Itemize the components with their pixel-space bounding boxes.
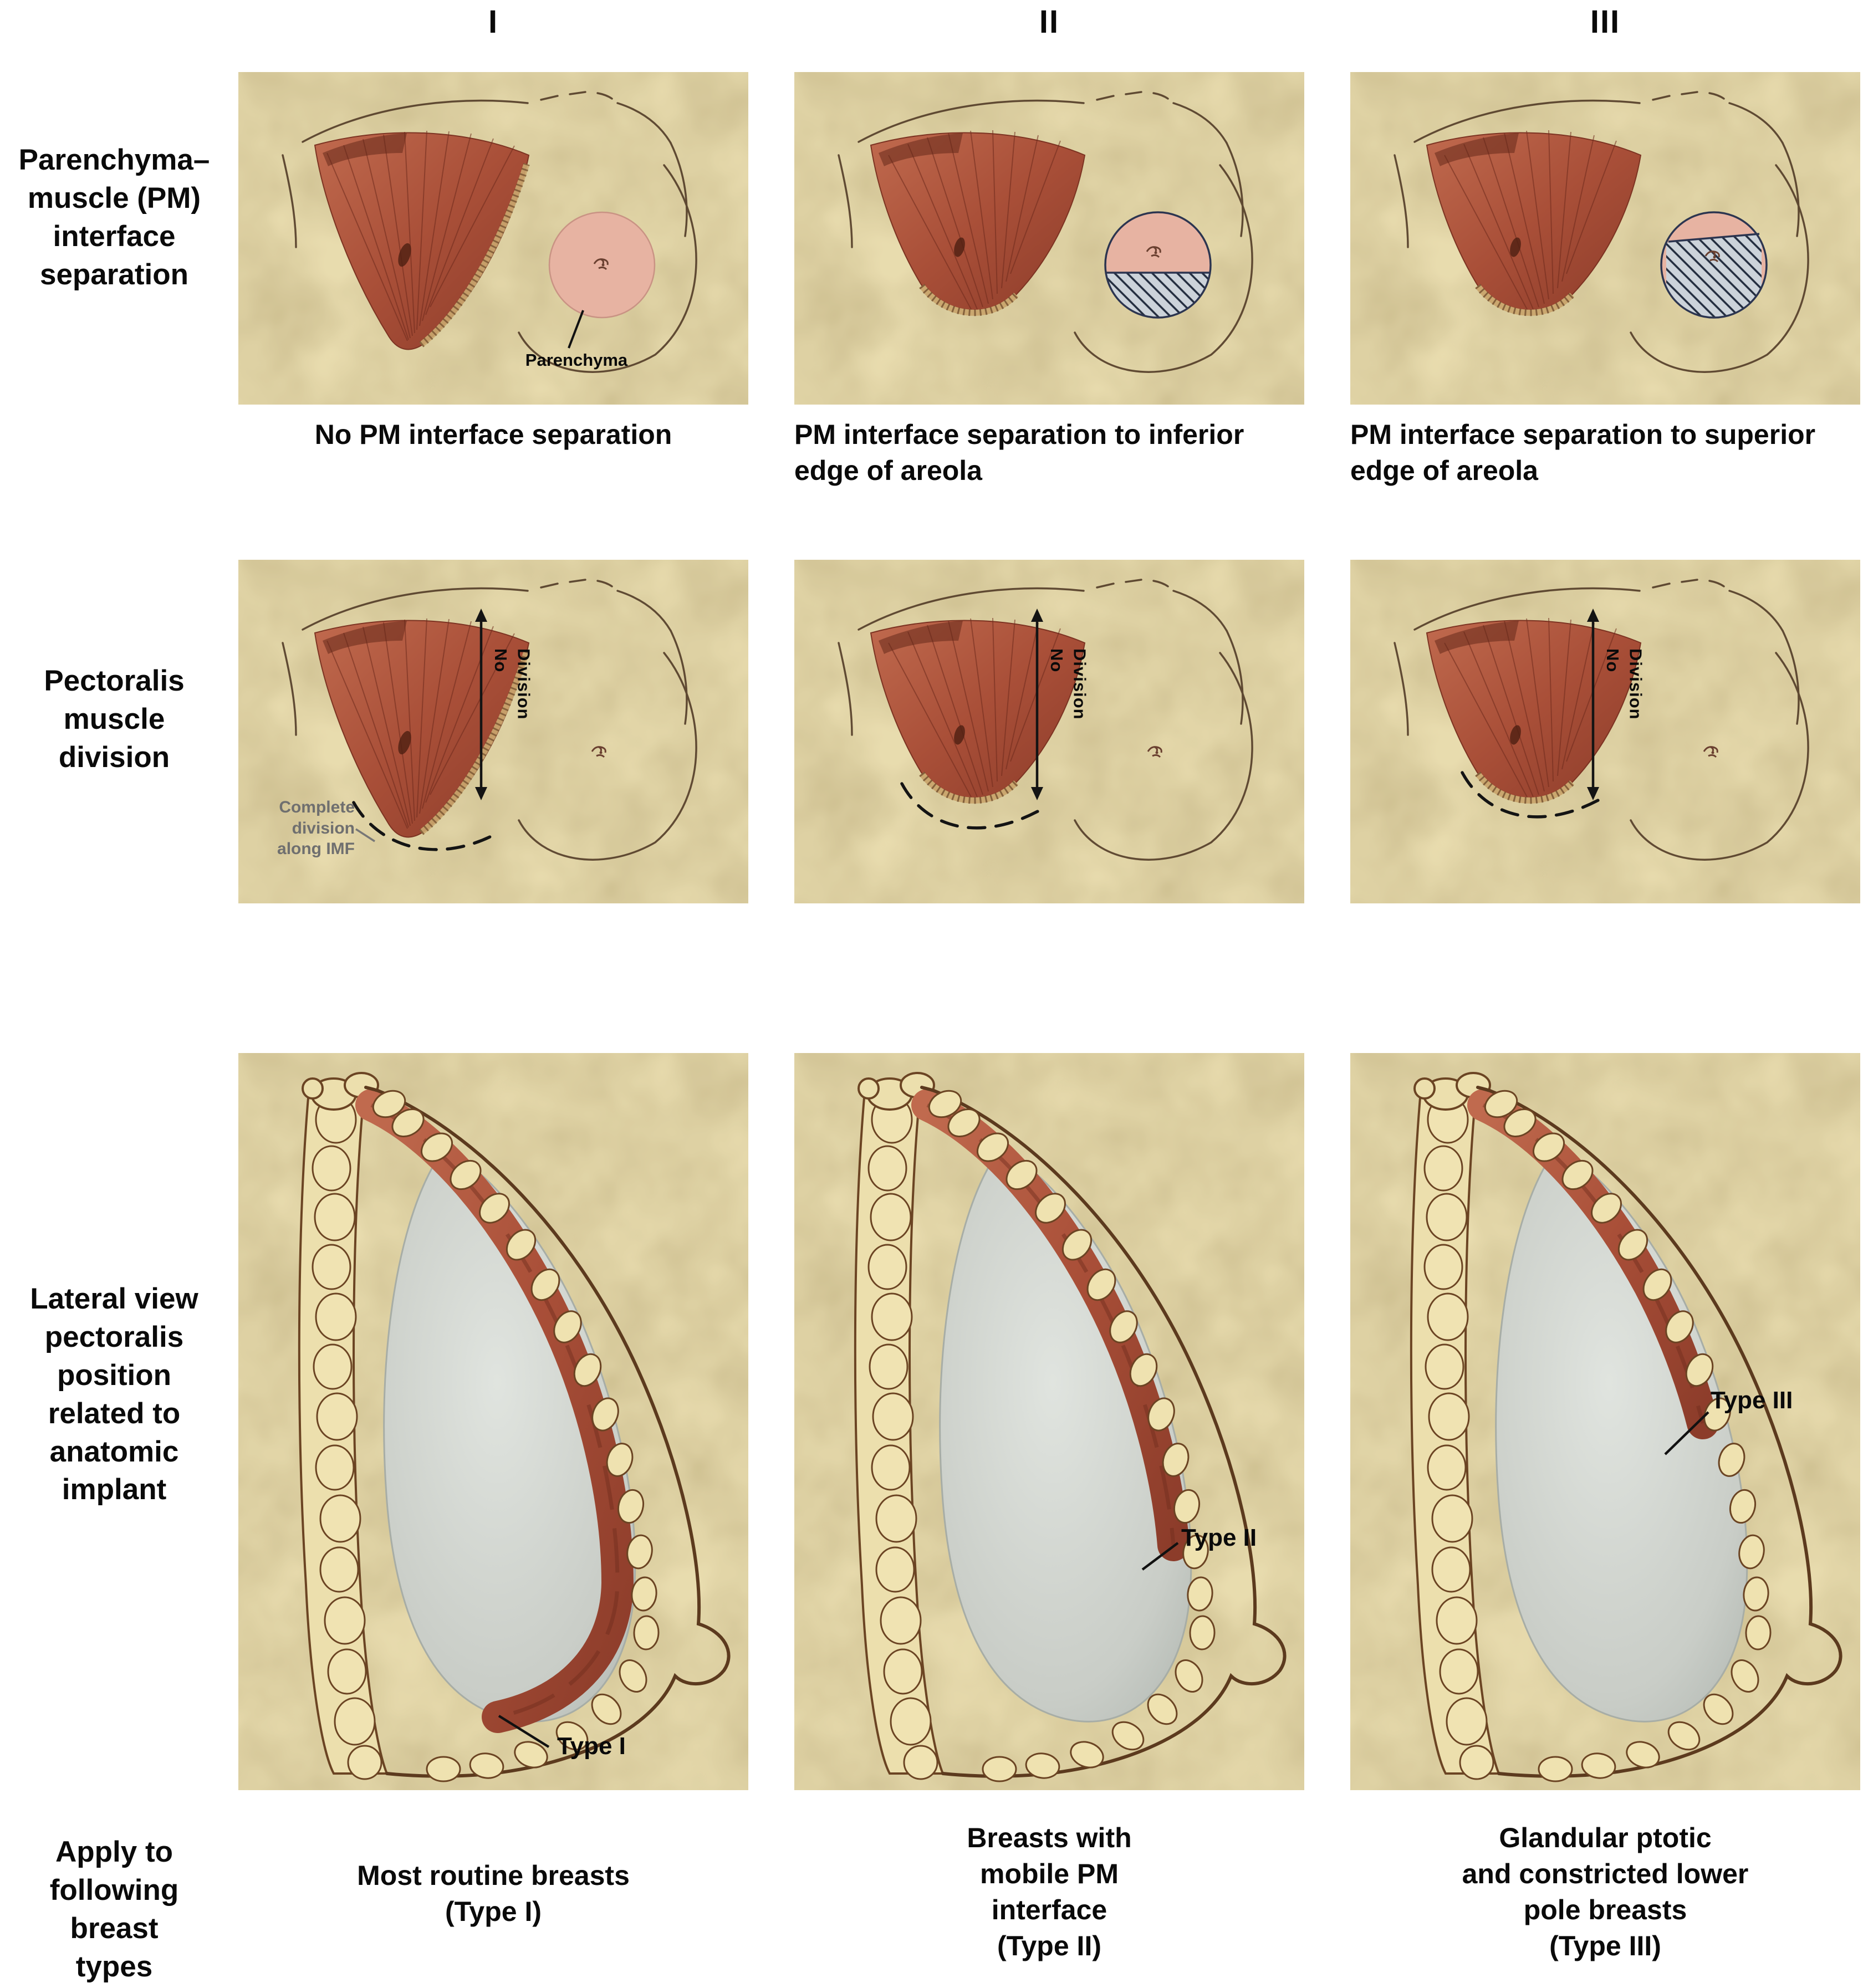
caption-row4-type3: Glandular ptotic and constricted lower p… [1462,1822,1749,1961]
panel-row3-type2: Type II [794,1053,1304,1790]
type3-pointer-line [1664,1411,1709,1455]
row1-type2-illustration [794,72,1304,405]
panel-row3-type3: Type III [1350,1053,1860,1790]
caption-row1-type1: No PM interface separation [314,419,672,450]
type2-pointer-line [1141,1542,1179,1571]
no-division-label: No Division [1047,648,1090,720]
row2-type1-illustration [238,560,748,903]
no-division-label: No Division [1602,648,1646,720]
panel-row2-type1: No Division Complete division along IMF [238,560,748,903]
panel-row3-type1: Type I [238,1053,748,1790]
row3-type3-illustration [1350,1053,1860,1790]
row-label-pectoralis-division: Pectoralis muscle division [44,665,185,774]
areola-outline [1660,211,1768,319]
separation-chord-line [1668,233,1760,243]
row-label-pm-interface-separation: Parenchyma– muscle (PM) interface separa… [18,144,210,291]
row2-type3-illustration [1350,560,1860,903]
row-label-breast-types: Apply to following breast types [49,1836,179,1983]
caption-row4-type2: Breasts with mobile PM interface (Type I… [967,1822,1132,1961]
row1-type3-illustration [1350,72,1860,405]
row3-type2-illustration [794,1053,1304,1790]
column-header-2: II [1039,4,1060,40]
no-division-label: No Division [491,648,534,720]
panel-row2-type2: No Division [794,560,1304,903]
type2-label: Type II [1181,1524,1257,1551]
complete-division-label: Complete division along IMF [277,798,355,858]
caption-row1-type3: PM interface separation to superior edge… [1350,419,1816,486]
caption-row4-type1: Most routine breasts (Type I) [357,1860,630,1927]
row-label-lateral-view: Lateral view pectoralis position related… [30,1282,198,1506]
panel-row1-type1: Parenchyma [238,72,748,405]
areola-outline [1104,211,1212,319]
panel-row1-type3 [1350,72,1860,405]
panel-row2-type3: No Division [1350,560,1860,903]
row1-type1-illustration [238,72,748,405]
panel-row1-type2 [794,72,1304,405]
type3-label: Type III [1711,1387,1793,1414]
parenchyma-pointer-line [568,310,584,349]
separation-hatch-superior [1666,234,1762,318]
column-header-3: III [1590,4,1621,40]
row2-type2-illustration [794,560,1304,903]
row3-type1-illustration [238,1053,748,1790]
caption-row1-type2: PM interface separation to inferior edge… [794,419,1244,486]
type1-label: Type I [557,1733,626,1760]
complete-division-pointer-line [355,828,375,842]
column-header-1: I [488,4,499,40]
parenchyma-label: Parenchyma [525,350,628,370]
type1-pointer-line [498,1715,550,1748]
